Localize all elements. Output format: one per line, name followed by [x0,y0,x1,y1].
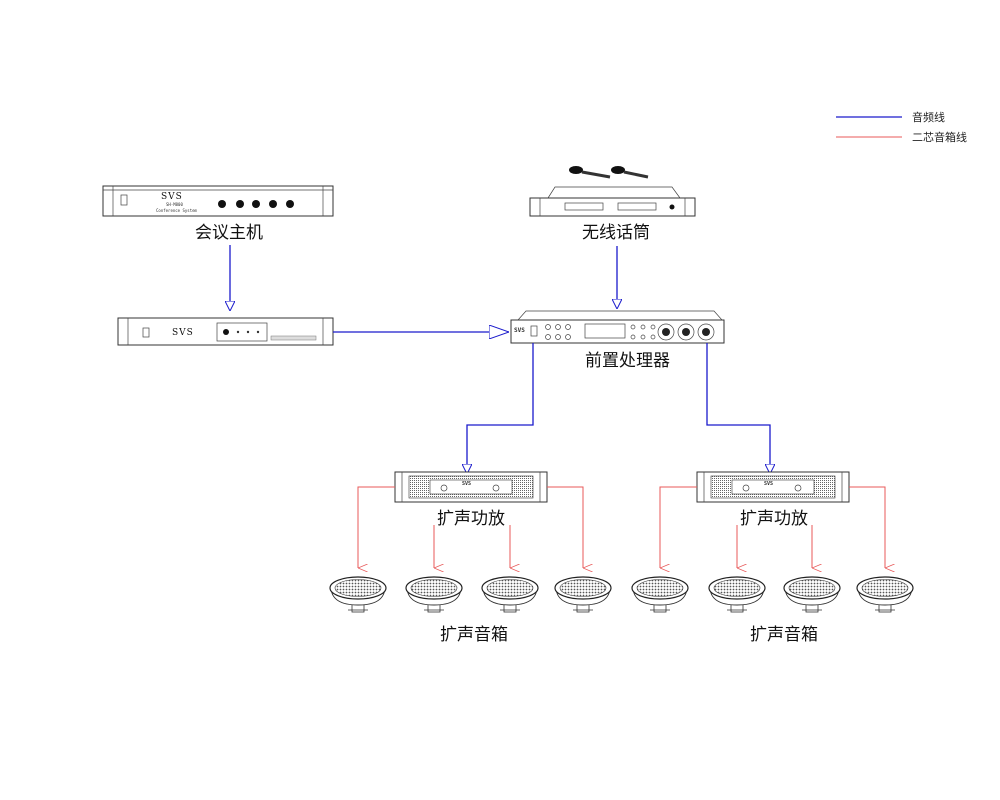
speakers-right-label: 扩声音箱 [750,625,818,645]
amplifier-left-brand: SVS [462,481,471,487]
legend-speaker-line-label: 二芯音箱线 [912,130,967,144]
audio-connections [230,245,770,473]
conference-unit2-brand: SVS [172,328,194,338]
conference-host-label: 会议主机 [195,223,263,243]
amplifier-right-brand: SVS [764,481,773,487]
ceiling-speaker-icon [631,576,689,613]
amplifier-left-label: 扩声功放 [437,509,505,529]
preprocessor-jacks [545,324,571,340]
conference-host-brand: SVS [161,192,183,202]
amplifier-right-label: 扩声功放 [740,509,808,529]
conference-host-knobs [218,200,294,208]
preprocessor-unit: SVS [510,310,725,344]
preprocessor-label: 前置处理器 [585,351,670,371]
ceiling-speaker-icon [856,576,914,613]
preprocessor-brand: SVS [514,327,525,334]
audio-line-preprocessor-to-amp-left [467,343,534,473]
ceiling-speaker-icon [554,576,612,613]
wireless-mic-receiver [529,166,696,217]
ceiling-speaker-icon [481,576,539,613]
ceiling-speakers [329,576,914,613]
microphone-icon [611,166,649,179]
conference-host-subtitle: Conference System [156,208,198,213]
amplifier-left-unit: SVS [394,471,548,503]
ceiling-speaker-icon [708,576,766,613]
preprocessor-chassis [510,319,725,344]
speakers-left-label: 扩声音箱 [440,625,508,645]
wireless-mic-label: 无线话筒 [582,223,650,243]
wireless-receiver-chassis [529,197,696,217]
preprocessor-buttons [630,324,656,340]
speaker-connections-right [659,486,885,568]
conference-host-chassis [102,185,334,217]
speaker-connections-left [357,486,583,568]
conference-host-model: SH-M800 [166,202,183,207]
legend: 音频线 二芯音箱线 [836,110,967,144]
speaker-line-left-1 [357,486,395,568]
speaker-line-left-4 [547,486,583,568]
ceiling-speaker-icon [405,576,463,613]
speaker-line-right-1 [659,486,697,568]
audio-line-preprocessor-to-amp-right [706,343,770,473]
microphone-icon [569,166,611,179]
ceiling-speaker-icon [783,576,841,613]
conference-unit2: SVS [117,317,334,346]
amplifier-right-unit: SVS [696,471,850,503]
conference-host-unit: SVS SH-M800 Conference System [102,185,334,217]
ceiling-speaker-icon [329,576,387,613]
speaker-line-right-4 [849,486,885,568]
legend-audio-line-label: 音频线 [912,110,945,124]
